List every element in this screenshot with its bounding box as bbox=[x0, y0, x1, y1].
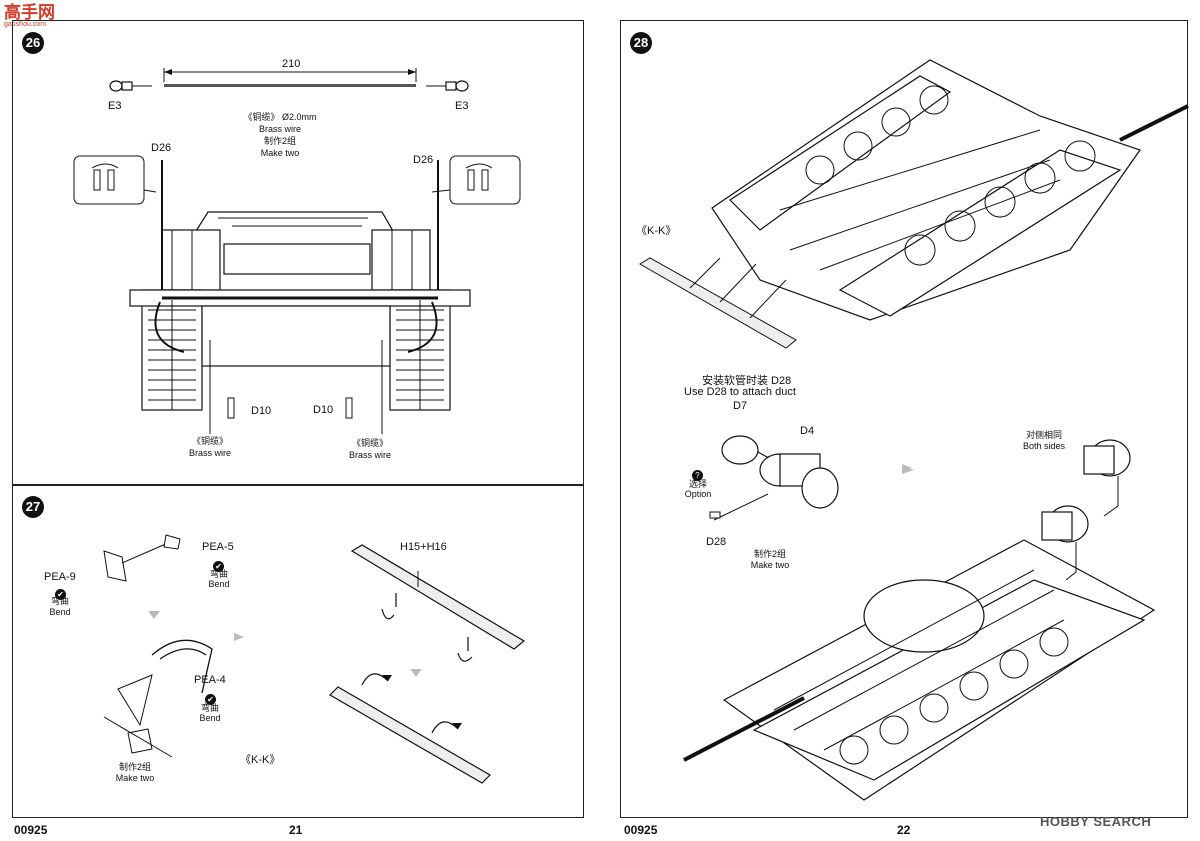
tank-rear-view bbox=[73, 155, 521, 434]
h15h16-label: H15+H16 bbox=[400, 541, 447, 553]
option-en: Option bbox=[684, 489, 712, 499]
step28-make-two-cn: 制作2组 bbox=[753, 549, 786, 559]
watermark-logo-sub: gaoshou.com bbox=[4, 21, 47, 28]
duct-instruction-cn: 安装软管时装 D28 bbox=[702, 375, 792, 387]
d10-left-label: D10 bbox=[251, 405, 272, 417]
left-page-code: 00925 bbox=[14, 823, 48, 837]
brass-right-cn: 《铜缆》 bbox=[351, 438, 388, 448]
both-sides-cn: 对侧相同 bbox=[1025, 430, 1062, 440]
d10-right-label: D10 bbox=[313, 404, 334, 416]
step28-kk-label: 《K-K》 bbox=[636, 225, 677, 237]
pea5-bend-en: Bend bbox=[208, 579, 230, 589]
e3-left-part bbox=[109, 80, 133, 92]
d26-right-label: D26 bbox=[413, 154, 434, 166]
tank-top-view bbox=[683, 439, 1156, 801]
brass-left-cn: 《铜缆》 bbox=[191, 436, 228, 446]
step26-number: 26 bbox=[22, 32, 44, 54]
step26-panel bbox=[12, 20, 584, 485]
step27-make-two-cn: 制作2组 bbox=[118, 762, 151, 772]
wire-length-label: 210 bbox=[282, 58, 301, 70]
brass-right-en: Brass wire bbox=[348, 450, 391, 460]
duct-instruction-en: Use D28 to attach duct bbox=[684, 386, 796, 398]
kk-bar-install bbox=[639, 257, 797, 349]
watermark-logo: 高手网 gaoshou.com bbox=[4, 4, 68, 28]
make-two-en: Make two bbox=[260, 148, 300, 158]
wire-spec-cn: 《铜缆》 Ø2.0mm bbox=[243, 112, 317, 122]
pea4-check-icon: ✔ bbox=[205, 689, 216, 707]
step27-number: 27 bbox=[22, 496, 44, 518]
pea9-check-icon: ✔ bbox=[55, 584, 66, 602]
pea9-bend-en: Bend bbox=[49, 607, 71, 617]
brass-wire-installed bbox=[154, 160, 439, 353]
d4-label: D4 bbox=[800, 425, 815, 437]
callout-left bbox=[73, 155, 145, 205]
make-two-cn: 制作2组 bbox=[263, 136, 296, 146]
watermark-logo-text: 高手网 bbox=[4, 3, 55, 22]
gun-barrel bbox=[683, 696, 805, 762]
right-page-number: 22 bbox=[897, 823, 911, 837]
callout-right bbox=[449, 155, 521, 205]
pea9-label: PEA-9 bbox=[44, 571, 76, 583]
step27-make-two-en: Make two bbox=[115, 773, 155, 783]
underside-gun-barrel bbox=[1119, 104, 1189, 142]
d7-label: D7 bbox=[733, 400, 748, 412]
step28-make-two-en: Make two bbox=[750, 560, 790, 570]
duct-assembly bbox=[709, 435, 912, 521]
d26-left-label: D26 bbox=[151, 142, 172, 154]
option-check-icon: ? bbox=[692, 465, 703, 483]
left-page-number: 21 bbox=[289, 823, 303, 837]
step28-panel bbox=[620, 20, 1188, 818]
e3-left-label: E3 bbox=[108, 100, 122, 112]
hobby-search-logo: HOBBY SEARCH bbox=[1040, 814, 1152, 829]
e3-right-label: E3 bbox=[455, 100, 469, 112]
tank-underside-view bbox=[639, 59, 1189, 349]
brass-left-en: Brass wire bbox=[188, 448, 231, 458]
pea4-bend-cn: 弯曲 bbox=[200, 703, 219, 713]
d28-label: D28 bbox=[706, 536, 727, 548]
right-page-code: 00925 bbox=[624, 823, 658, 837]
pea5-check-icon: ✔ bbox=[213, 556, 224, 574]
wire-spec-en: Brass wire bbox=[258, 124, 301, 134]
brass-wire bbox=[164, 84, 416, 87]
step27-panel bbox=[12, 485, 584, 818]
both-sides-en: Both sides bbox=[1022, 441, 1066, 451]
step28-number: 28 bbox=[630, 32, 652, 54]
pea9-bend-cn: 弯曲 bbox=[50, 596, 69, 606]
step27-diagram bbox=[103, 534, 526, 784]
step27-kk-label: 《K-K》 bbox=[240, 754, 281, 766]
brass-wire-diagram bbox=[109, 68, 469, 92]
pea4-bend-en: Bend bbox=[199, 713, 221, 723]
e3-right-part bbox=[445, 80, 469, 92]
option-cn: 选择 bbox=[688, 479, 707, 489]
pea5-bend-cn: 弯曲 bbox=[209, 569, 228, 579]
pea5-label: PEA-5 bbox=[202, 541, 234, 553]
pea4-label: PEA-4 bbox=[194, 674, 226, 686]
